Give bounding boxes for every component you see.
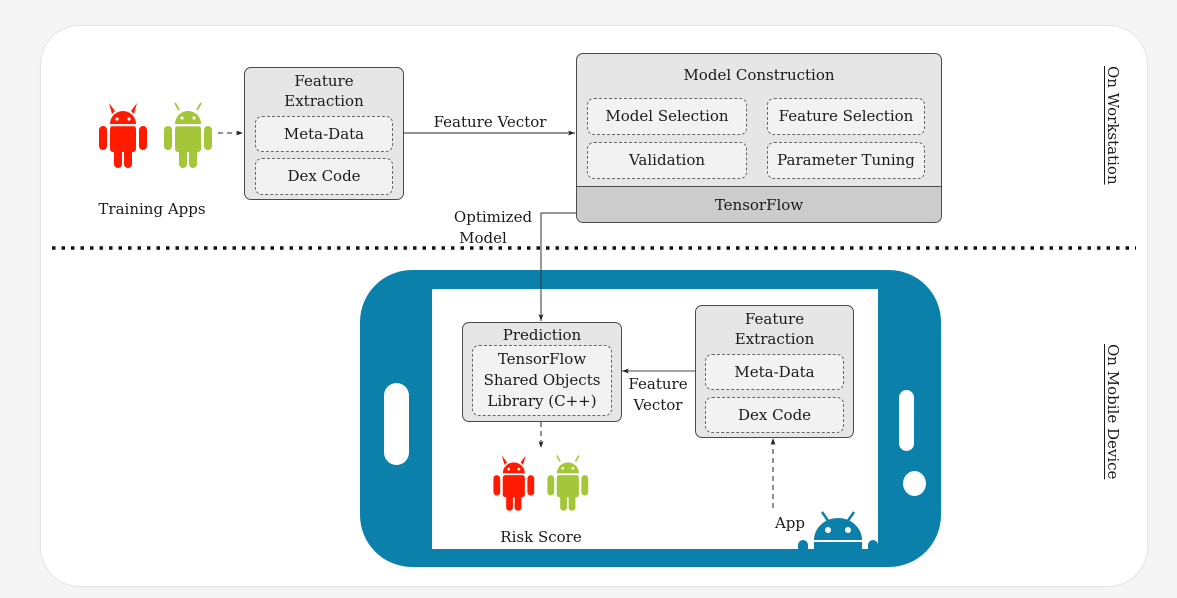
feature-selection-box: Feature Selection <box>767 98 925 135</box>
feature-vector-label: Feature Vector <box>433 113 547 131</box>
feature-extraction-box: Feature Extraction Meta-Data Dex Code <box>244 67 404 200</box>
feature-extraction-title-1: Feature <box>294 72 354 90</box>
risk-score-label: Risk Score <box>500 528 582 546</box>
mobile-feature-vector-label-2: Vector <box>633 396 683 414</box>
meta-data-box: Meta-Data <box>255 116 393 152</box>
phone-home-button <box>903 471 926 496</box>
optimized-model-label-1: Optimized <box>453 208 533 226</box>
app-label: App <box>774 514 806 532</box>
tensorflow-library-box: TensorFlow Shared Objects Library (C++) <box>472 345 612 416</box>
risk-benign-android-icon <box>547 455 589 511</box>
dex-code-box: Dex Code <box>255 158 393 195</box>
model-construction-box: Model Construction Model Selection Featu… <box>576 53 942 223</box>
phone-right-slot <box>899 390 914 451</box>
prediction-line-1: TensorFlow <box>497 350 587 368</box>
mobile-feature-vector-label-1: Feature <box>628 375 688 393</box>
malware-android-icon <box>99 103 147 168</box>
parameter-tuning-box: Parameter Tuning <box>767 142 925 179</box>
mobile-feature-extraction-title-1: Feature <box>744 310 805 328</box>
prediction-line-2: Shared Objects <box>483 371 601 389</box>
mobile-feature-extraction-title-2: Extraction <box>734 330 815 348</box>
benign-android-icon <box>164 102 212 168</box>
workstation-section-label: On Workstation <box>1104 66 1122 185</box>
app-android-icon <box>798 511 878 554</box>
phone-left-slot <box>384 383 409 465</box>
prediction-title: Prediction <box>502 326 582 344</box>
training-apps-label: Training Apps <box>98 200 206 218</box>
risk-malware-android-icon <box>493 455 535 511</box>
prediction-line-3: Library (C++) <box>487 392 597 410</box>
feature-extraction-title-2: Extraction <box>284 92 364 110</box>
optimized-model-label-2: Model <box>459 229 507 247</box>
optimized-model-arrow <box>538 212 576 321</box>
prediction-box: Prediction TensorFlow Shared Objects Lib… <box>462 322 622 422</box>
model-construction-title: Model Construction <box>683 66 835 84</box>
model-selection-box: Model Selection <box>587 98 747 135</box>
mobile-section-label: On Mobile Device <box>1104 344 1122 480</box>
mobile-feature-extraction-box: Feature Extraction Meta-Data Dex Code <box>695 305 854 438</box>
validation-box: Validation <box>587 142 747 179</box>
mobile-dex-code-box: Dex Code <box>705 397 844 433</box>
tensorflow-band: TensorFlow <box>577 186 941 222</box>
mobile-meta-data-box: Meta-Data <box>705 354 844 390</box>
